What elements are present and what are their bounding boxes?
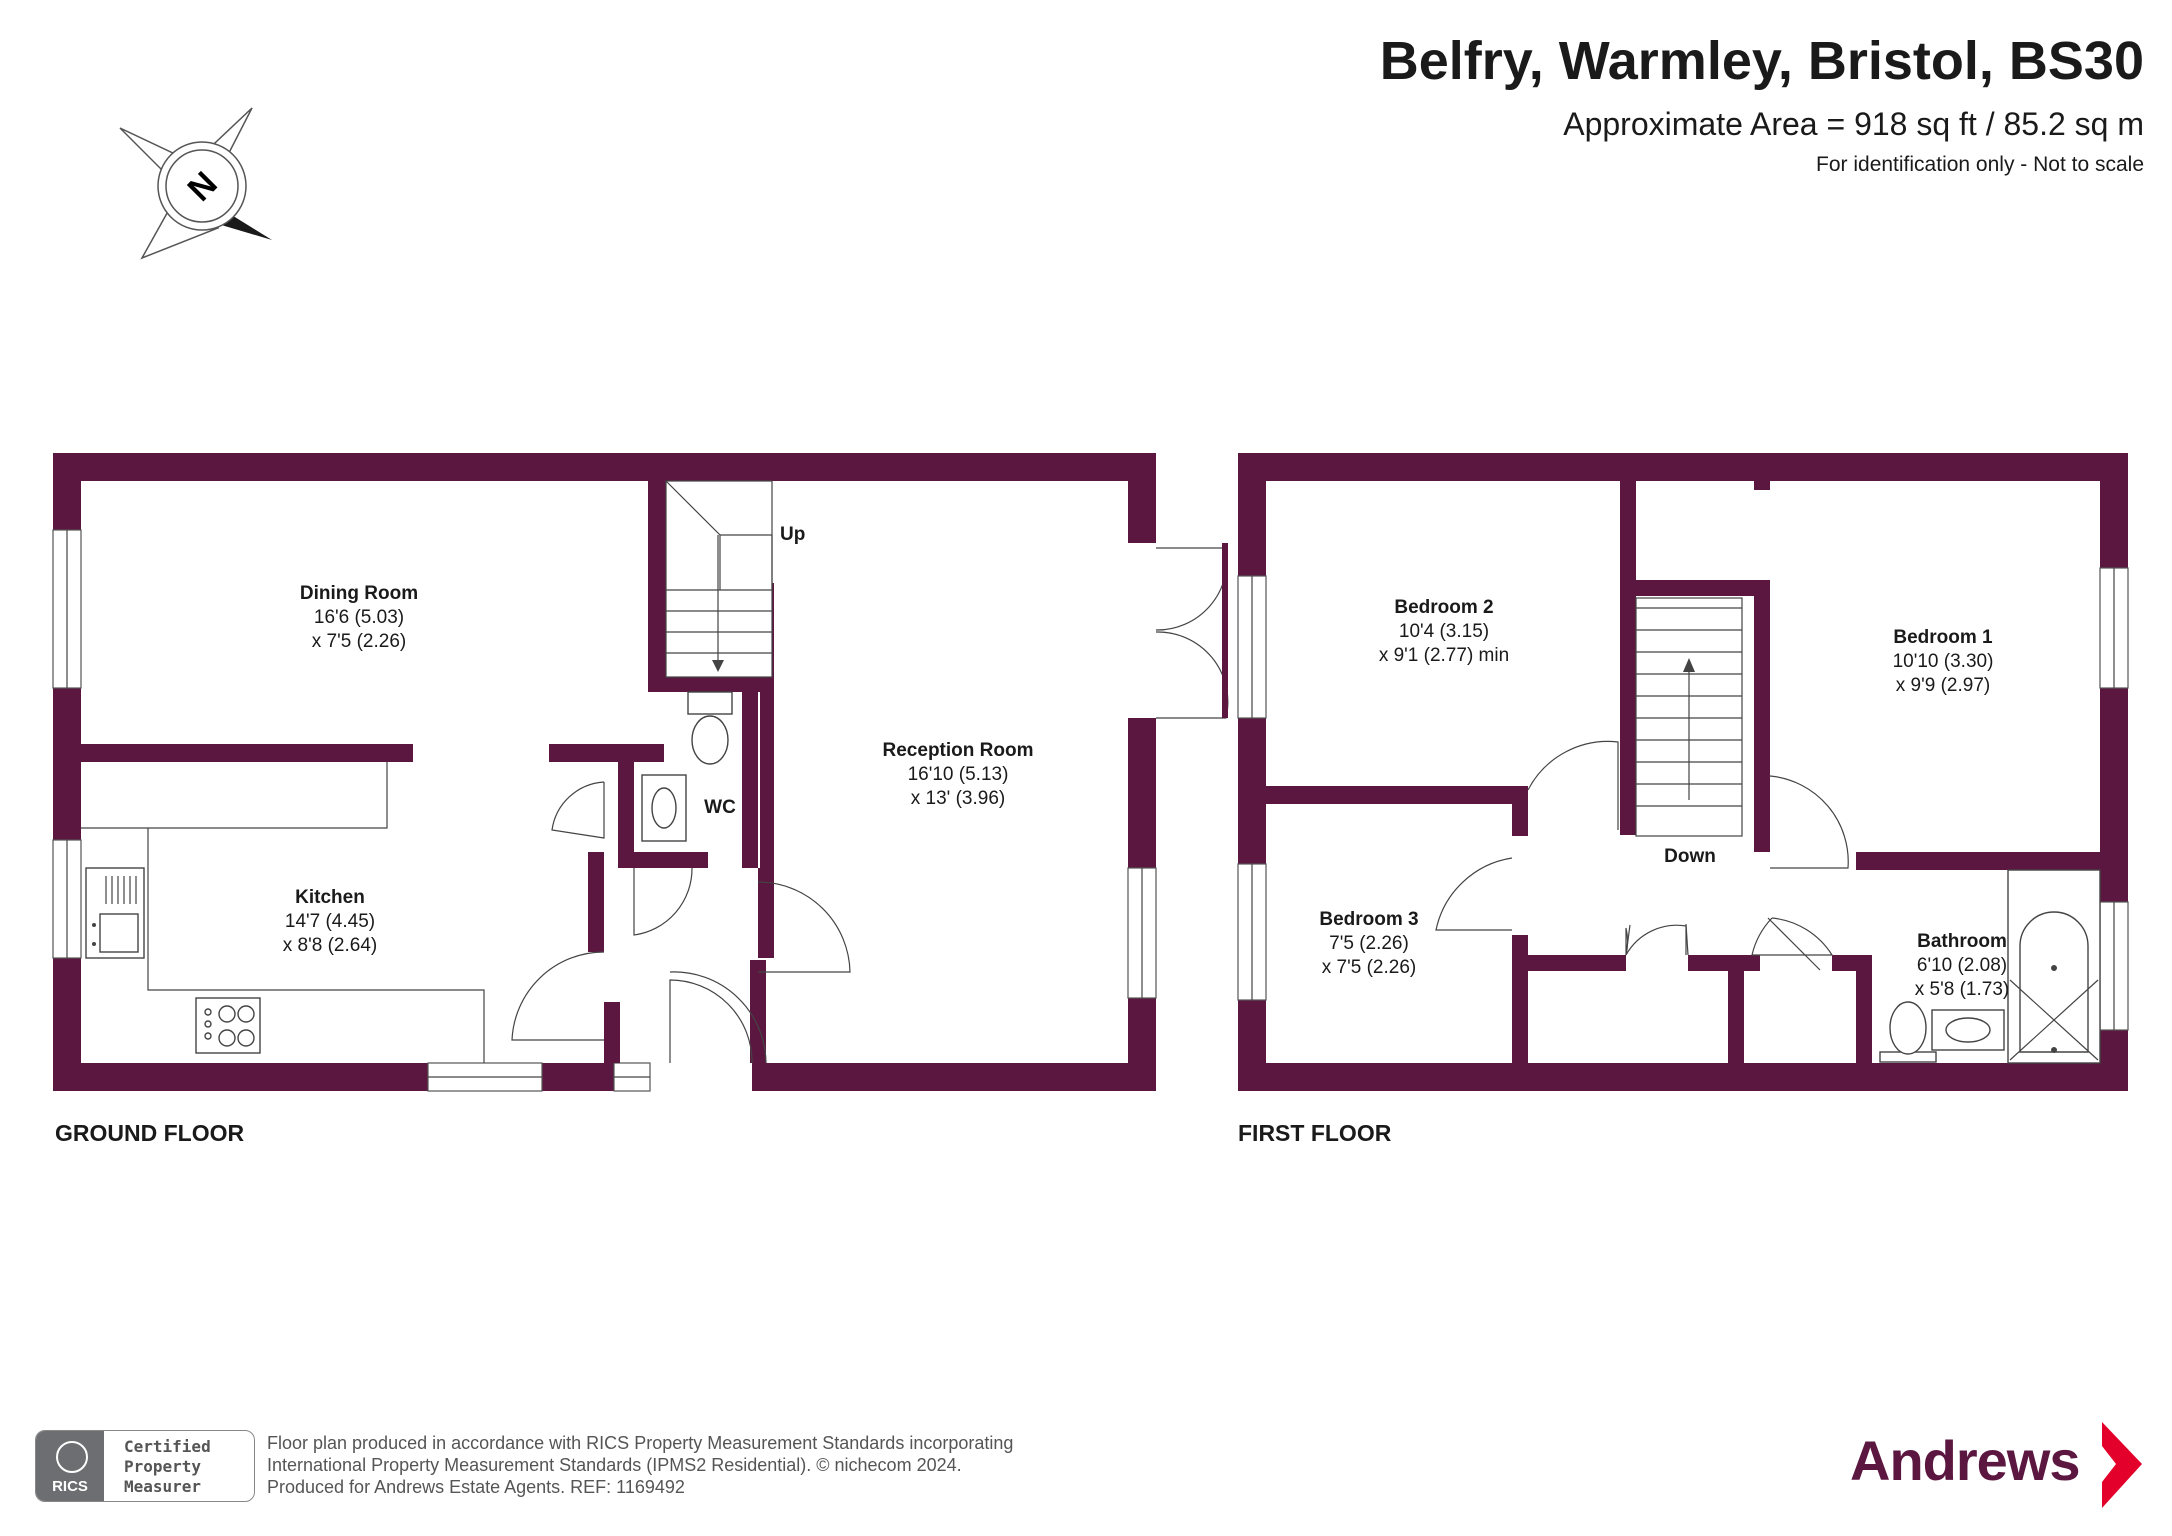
wall (542, 1063, 614, 1091)
ground-floor-plan: Up Dining Room 16'6 (5.03) (52, 453, 1229, 1092)
first-floor-label: FIRST FLOOR (1238, 1120, 1392, 1146)
scale-note: For identification only - Not to scale (1816, 153, 2144, 176)
wall (742, 692, 758, 868)
wall (1688, 955, 1760, 971)
room-name-dining: Dining Room (300, 583, 418, 604)
room-name-wc: WC (704, 797, 736, 818)
page-title: Belfry, Warmley, Bristol, BS30 (1379, 31, 2144, 91)
wall (1856, 955, 1872, 1063)
andrews-logo: Andrews (1850, 1429, 2080, 1492)
wall (1728, 955, 1744, 1063)
rics-logo: RICS (36, 1431, 104, 1501)
wall (549, 744, 664, 762)
room-name-bedroom2: Bedroom 2 (1394, 597, 1493, 618)
room-dim-bedroom3-2: x 7'5 (2.26) (1322, 957, 1416, 978)
wall (1512, 802, 1528, 836)
room-name-kitchen: Kitchen (295, 887, 365, 908)
room-dim-bedroom2-2: x 9'1 (2.77) min (1379, 645, 1509, 666)
wall (1754, 580, 1770, 852)
wall (1528, 955, 1626, 971)
rics-certified-text: Certified Property Measurer (124, 1437, 211, 1496)
room-dim-dining-1: 16'6 (5.03) (314, 607, 404, 628)
room-name-reception: Reception Room (883, 740, 1034, 761)
wall (1238, 1063, 2128, 1091)
footer-line-2: International Property Measurement Stand… (267, 1455, 962, 1475)
wall (618, 852, 708, 868)
compass-icon: N (119, 107, 272, 260)
wall (1238, 453, 2128, 481)
wall (1754, 481, 1770, 490)
room-dim-bathroom-2: x 5'8 (1.73) (1915, 979, 2009, 1000)
room-dim-reception-2: x 13' (3.96) (911, 788, 1005, 809)
rics-emblem-icon (56, 1441, 88, 1473)
rics-logo-text: RICS (52, 1478, 88, 1495)
room-dim-bedroom3-1: 7'5 (2.26) (1329, 933, 1409, 954)
andrews-arrow-icon (2102, 1422, 2142, 1508)
wall (750, 960, 766, 1063)
wall (648, 676, 770, 692)
wall (1128, 453, 1156, 543)
wall (81, 744, 413, 762)
stairs-down-label: Down (1664, 846, 1716, 867)
footer-line-3: Produced for Andrews Estate Agents. REF:… (267, 1477, 685, 1497)
room-dim-kitchen-2: x 8'8 (2.64) (283, 935, 377, 956)
approximate-area: Approximate Area = 918 sq ft / 85.2 sq m (1563, 106, 2144, 142)
rics-certified-badge: RICS Certified Property Measurer (35, 1430, 255, 1502)
wall (648, 481, 666, 692)
room-dim-kitchen-1: 14'7 (4.45) (285, 911, 375, 932)
room-name-bedroom3: Bedroom 3 (1319, 909, 1418, 930)
footer-line-1: Floor plan produced in accordance with R… (267, 1433, 1014, 1453)
room-dim-bedroom2-1: 10'4 (3.15) (1399, 621, 1489, 642)
wall (1512, 935, 1528, 1063)
wall (752, 1063, 1156, 1091)
wall (758, 868, 774, 958)
room-dim-bedroom1-2: x 9'9 (2.97) (1896, 675, 1990, 696)
stairs-up-label: Up (780, 524, 805, 545)
room-dim-reception-1: 16'10 (5.13) (908, 764, 1009, 785)
wall (1620, 481, 1636, 835)
wall (1266, 786, 1512, 804)
room-name-bathroom: Bathroom (1917, 931, 2007, 952)
wall (1856, 852, 2100, 870)
wall (604, 1002, 620, 1063)
wall (1636, 580, 1754, 596)
wall (53, 453, 1156, 481)
room-name-bedroom1: Bedroom 1 (1893, 627, 1993, 648)
ground-floor-label: GROUND FLOOR (55, 1120, 245, 1146)
room-dim-bedroom1-1: 10'10 (3.30) (1893, 651, 1994, 672)
first-floor-plan: Down Bedroom 2 10'4 (3.15) x 9'1 (2.77) … (1237, 453, 2129, 1091)
room-dim-bathroom-1: 6'10 (2.08) (1917, 955, 2007, 976)
wall (588, 852, 604, 952)
wall (618, 760, 634, 852)
wall (53, 1063, 428, 1091)
room-dim-dining-2: x 7'5 (2.26) (312, 631, 406, 652)
footer-notes: Floor plan produced in accordance with R… (267, 1432, 1013, 1498)
